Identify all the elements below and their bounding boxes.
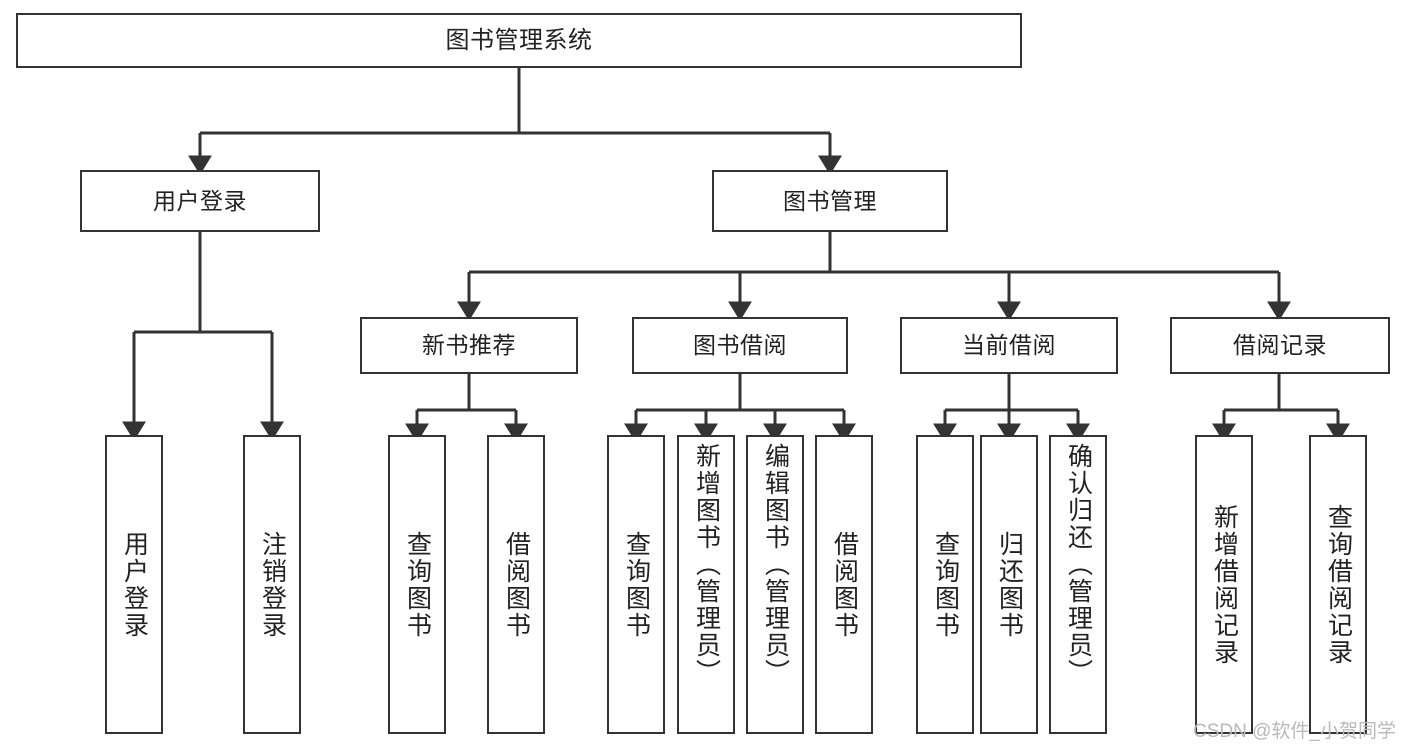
node-label: 借阅记录 [1233,332,1327,359]
node-label: 归还图书 [995,530,1024,639]
node-label: 图书管理 [783,187,877,214]
node-label: 新增图书（管理员） [692,443,721,686]
node-leaf-query-record[interactable]: 查询借阅记录 [1309,435,1367,734]
node-leaf-return-book[interactable]: 归还图书 [980,435,1038,734]
node-book-borrow[interactable]: 图书借阅 [632,317,848,374]
node-book-management[interactable]: 图书管理 [712,170,948,232]
node-leaf-add-record[interactable]: 新增借阅记录 [1195,435,1253,734]
node-label: 新增借阅记录 [1210,503,1239,666]
csdn-watermark: CSDN @软件_小贺同学 [1193,721,1396,742]
node-borrow-record[interactable]: 借阅记录 [1170,317,1390,374]
node-label: 注销登录 [258,530,287,639]
node-label: 图书借阅 [693,332,787,359]
node-user-login[interactable]: 用户登录 [80,170,320,232]
node-current-borrow[interactable]: 当前借阅 [900,317,1118,374]
node-label: 借阅图书 [830,530,859,639]
node-root-system[interactable]: 图书管理系统 [16,13,1022,68]
node-label: 新书推荐 [422,332,516,359]
node-leaf-logout[interactable]: 注销登录 [243,435,301,734]
node-label: 查询图书 [931,530,960,639]
node-leaf-edit-book[interactable]: 编辑图书（管理员） [746,435,804,734]
node-leaf-query-book-1[interactable]: 查询图书 [388,435,446,734]
node-leaf-borrow-book-2[interactable]: 借阅图书 [815,435,873,734]
node-label: 当前借阅 [962,332,1056,359]
node-leaf-add-book[interactable]: 新增图书（管理员） [677,435,735,734]
node-label: 确认归还（管理员） [1064,443,1093,686]
node-leaf-borrow-book-1[interactable]: 借阅图书 [487,435,545,734]
node-label: 查询借阅记录 [1324,503,1353,666]
node-label: 查询图书 [403,530,432,639]
node-label: 用户登录 [153,187,247,214]
node-label: 编辑图书（管理员） [761,443,790,686]
node-leaf-query-book-2[interactable]: 查询图书 [607,435,665,734]
node-leaf-query-book-3[interactable]: 查询图书 [916,435,974,734]
node-label: 借阅图书 [502,530,531,639]
node-label: 图书管理系统 [445,26,593,54]
node-label: 查询图书 [622,530,651,639]
node-leaf-confirm-return[interactable]: 确认归还（管理员） [1049,435,1107,734]
node-new-book-recommend[interactable]: 新书推荐 [360,317,578,374]
node-label: 用户登录 [120,530,149,639]
node-leaf-user-login[interactable]: 用户登录 [105,435,163,734]
